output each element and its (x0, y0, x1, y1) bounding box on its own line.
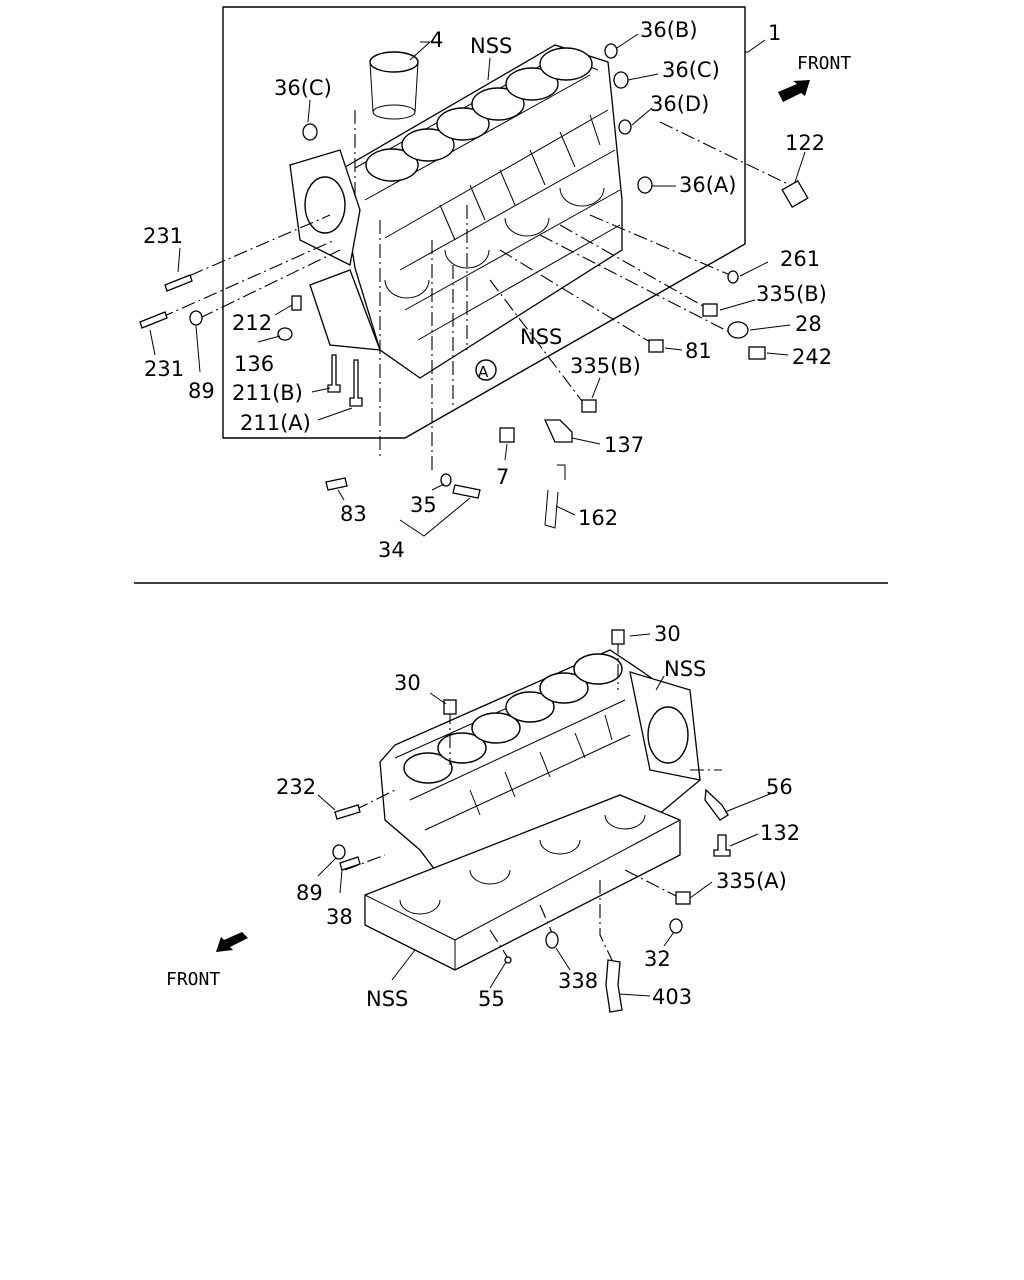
label-242: 242 (792, 345, 832, 369)
front-label-upper: FRONT (797, 53, 851, 74)
cylinder-liner (369, 51, 419, 120)
assembly-frame (222, 6, 746, 439)
label-36d: 36(D) (650, 92, 709, 116)
label-335b-top: 335(B) (756, 282, 827, 306)
label-56: 56 (766, 775, 793, 799)
label-231-top: 231 (143, 224, 183, 248)
label-89-upper: 89 (188, 379, 215, 403)
label-nss-upper-mid: NSS (520, 325, 562, 349)
label-28: 28 (795, 312, 822, 336)
label-4: 4 (430, 28, 443, 52)
label-55: 55 (478, 987, 505, 1011)
upper-small-parts (139, 43, 809, 529)
label-38: 38 (326, 905, 353, 929)
label-89-lower: 89 (296, 881, 323, 905)
label-132: 132 (760, 821, 800, 845)
front-arrow-icon (778, 80, 810, 102)
label-403: 403 (652, 985, 692, 1009)
label-136: 136 (234, 352, 274, 376)
label-36a: 36(A) (679, 173, 736, 197)
label-nss-lower-top: NSS (664, 657, 706, 681)
circled-marker-a: A (478, 363, 489, 381)
label-34: 34 (378, 538, 405, 562)
label-1: 1 (768, 21, 781, 45)
label-211a: 211(A) (240, 411, 311, 435)
label-35: 35 (410, 493, 437, 517)
label-81: 81 (685, 339, 712, 363)
label-30-right: 30 (654, 622, 681, 646)
cylinder-block-upper (289, 44, 623, 379)
label-122: 122 (785, 131, 825, 155)
label-261: 261 (780, 247, 820, 271)
label-335a: 335(A) (716, 869, 787, 893)
label-30-left: 30 (394, 671, 421, 695)
lower-small-parts (332, 629, 731, 1013)
label-36c-left: 36(C) (274, 76, 332, 100)
label-nss-upper-top: NSS (470, 34, 512, 58)
label-36c-right: 36(C) (662, 58, 720, 82)
label-338: 338 (558, 969, 598, 993)
label-32: 32 (644, 947, 671, 971)
label-137: 137 (604, 433, 644, 457)
label-83: 83 (340, 502, 367, 526)
cylinder-block-lower (364, 649, 701, 971)
label-nss-lower-bottom: NSS (366, 987, 408, 1011)
front-arrow-icon-lower (216, 932, 248, 952)
label-232: 232 (276, 775, 316, 799)
upper-diagram: A FRONT 4 1 NSS 3 (139, 6, 851, 562)
label-212: 212 (232, 311, 272, 335)
lower-diagram: FRONT 30 30 NSS 232 56 132 89 38 335(A) … (166, 622, 800, 1013)
label-7: 7 (496, 465, 509, 489)
label-36b: 36(B) (640, 18, 698, 42)
label-162: 162 (578, 506, 618, 530)
label-335b-bottom: 335(B) (570, 354, 641, 378)
front-label-lower: FRONT (166, 969, 220, 990)
label-231-bottom: 231 (144, 357, 184, 381)
label-211b: 211(B) (232, 381, 303, 405)
